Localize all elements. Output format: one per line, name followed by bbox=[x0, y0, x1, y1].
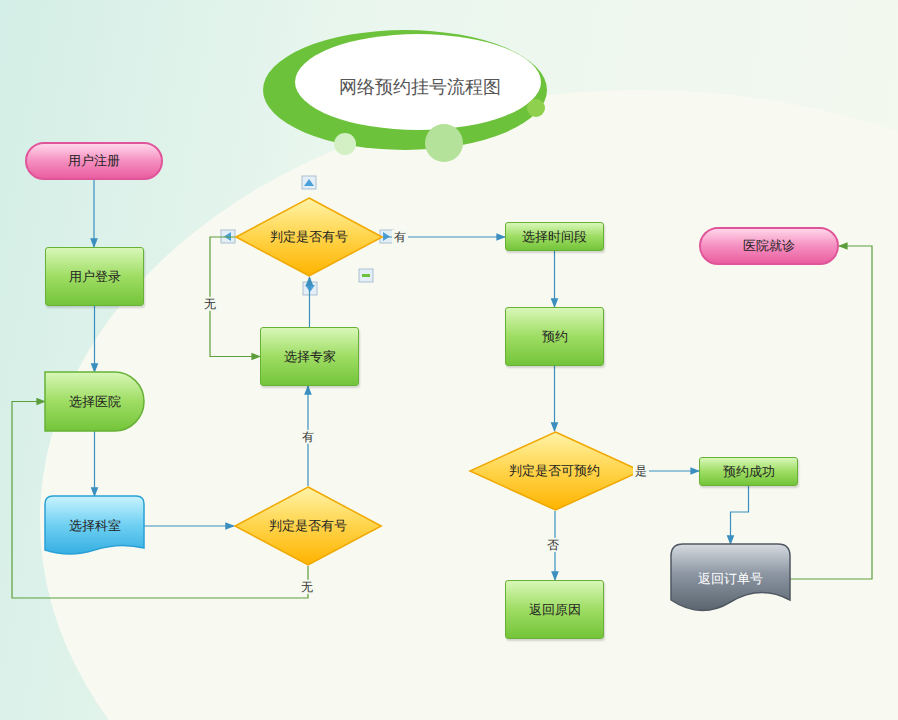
delay-box: 选择医院 bbox=[45, 372, 144, 431]
node-label: 用户注册 bbox=[68, 153, 120, 169]
decision-diamond: 判定是否有号 bbox=[234, 486, 382, 566]
cloud-bubble bbox=[527, 99, 545, 117]
node-label: 选择科室 bbox=[69, 518, 121, 534]
data-box: 选择科室 bbox=[45, 496, 144, 556]
document-shape: 返回订单号 bbox=[671, 544, 790, 614]
flow-connector bbox=[554, 366, 555, 431]
edge-label: 无 bbox=[299, 580, 315, 594]
process-box: 选择专家 bbox=[260, 327, 359, 386]
flow-connector bbox=[554, 251, 555, 307]
end-terminal: 医院就诊 bbox=[699, 227, 839, 265]
title-cloud bbox=[295, 34, 541, 130]
flow-connector bbox=[94, 306, 95, 372]
node-label: 选择医院 bbox=[69, 394, 121, 410]
node-label: 预约成功 bbox=[723, 464, 775, 480]
flow-connector bbox=[641, 470, 699, 471]
flow-connector bbox=[731, 486, 749, 544]
start-terminal: 用户注册 bbox=[25, 142, 163, 180]
cloud-bubble bbox=[425, 124, 463, 162]
edge-label: 有 bbox=[392, 230, 408, 244]
decision-diamond-fill bbox=[235, 487, 381, 565]
node-label: 返回原因 bbox=[529, 602, 581, 618]
document-shape-fill bbox=[671, 544, 790, 611]
node-label: 医院就诊 bbox=[743, 238, 795, 254]
flow-connector bbox=[94, 431, 95, 496]
delay-box-fill bbox=[45, 372, 144, 431]
cloud-bubble bbox=[334, 133, 356, 155]
diagram-title: 网络预约挂号流程图 bbox=[339, 75, 501, 99]
node-label: 判定是否可预约 bbox=[509, 463, 600, 479]
flow-connector bbox=[309, 277, 310, 327]
node-label: 判定是否有号 bbox=[270, 229, 348, 245]
edge-label: 无 bbox=[202, 297, 218, 311]
control-icons bbox=[221, 176, 394, 295]
decision-diamond-fill bbox=[236, 198, 382, 276]
process-box: 预约 bbox=[505, 307, 604, 366]
process-box: 选择时间段 bbox=[505, 222, 604, 251]
title-cloud bbox=[263, 30, 547, 150]
process-box: 返回原因 bbox=[505, 580, 604, 639]
edge-label: 是 bbox=[633, 464, 649, 478]
decision-diamond: 判定是否有号 bbox=[235, 197, 383, 277]
process-box: 预约成功 bbox=[699, 457, 798, 486]
flow-connector bbox=[790, 246, 872, 579]
edge-label: 否 bbox=[545, 538, 561, 552]
flow-connector bbox=[93, 180, 94, 247]
node-label: 选择专家 bbox=[284, 349, 336, 365]
data-box-fill bbox=[45, 496, 144, 554]
decision-diamond: 判定是否可预约 bbox=[469, 431, 642, 511]
node-label: 预约 bbox=[542, 329, 568, 345]
decision-diamond-fill bbox=[470, 432, 641, 510]
background-swoosh bbox=[40, 90, 898, 720]
node-label: 选择时间段 bbox=[522, 229, 587, 245]
node-label: 返回订单号 bbox=[698, 571, 763, 587]
edge-label: 有 bbox=[300, 430, 316, 444]
node-label: 用户登录 bbox=[69, 269, 121, 285]
flow-connector bbox=[144, 525, 234, 526]
node-label: 判定是否有号 bbox=[269, 518, 347, 534]
process-box: 用户登录 bbox=[45, 247, 144, 306]
